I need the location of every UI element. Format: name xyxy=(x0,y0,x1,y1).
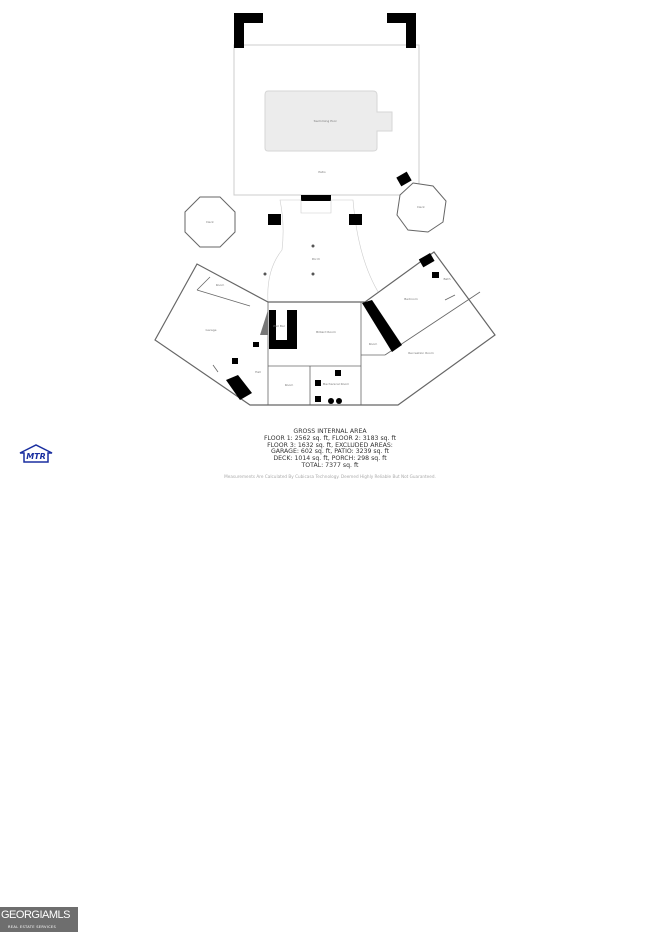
logo: MTR GEORGIAMLS REAL ESTATE SERVICES xyxy=(0,444,80,932)
sink xyxy=(432,272,439,278)
equipment xyxy=(315,396,321,402)
post xyxy=(263,272,267,276)
wall xyxy=(196,289,251,307)
water-heater xyxy=(336,398,342,404)
room-label: Billiard Room xyxy=(316,330,336,334)
steps-block xyxy=(301,195,331,201)
room-label: Garage xyxy=(206,328,217,332)
summary-total: TOTAL: 7377 sq. ft xyxy=(301,461,359,469)
room-label: Deck xyxy=(206,220,214,224)
deck-right xyxy=(396,182,447,233)
main-floor xyxy=(154,251,496,406)
water-heater xyxy=(328,398,334,404)
room-label: Room xyxy=(369,342,378,346)
summary-line: GARAGE: 602 sq. ft, PATIO: 3239 sq. ft xyxy=(270,448,390,456)
room-label: Room xyxy=(285,383,294,387)
stairs xyxy=(226,375,252,400)
stairs xyxy=(362,300,402,352)
room-label: Room xyxy=(216,283,225,287)
logo-brand: GEORGIAMLS xyxy=(1,909,70,921)
room-label: Patio xyxy=(318,170,326,174)
area-summary: GROSS INTERNAL AREA FLOOR 1: 2562 sq. ft… xyxy=(200,428,460,470)
logo-tagline: REAL ESTATE SERVICES xyxy=(8,925,57,929)
appliance xyxy=(232,358,238,364)
wall xyxy=(212,364,219,373)
column-block xyxy=(349,214,362,225)
mls-banner: GEORGIAMLS REAL ESTATE SERVICES xyxy=(0,907,78,932)
mtr-house-icon: MTR xyxy=(19,444,53,463)
porch xyxy=(267,199,381,303)
patio-corner-block xyxy=(234,13,244,48)
logo-badge: MTR xyxy=(26,452,46,461)
room-label: Bedroom xyxy=(404,297,418,301)
room-label: Recreation Room xyxy=(408,351,434,355)
patio-corner-block xyxy=(387,13,416,23)
closet xyxy=(260,310,268,335)
room-label: Deck xyxy=(417,205,425,209)
toilet xyxy=(253,342,259,347)
summary-line: FLOOR 1: 2562 sq. ft, FLOOR 2: 3183 sq. … xyxy=(263,434,397,442)
wall xyxy=(196,276,211,291)
equipment xyxy=(315,380,321,386)
disclaimer: Measurements Are Calculated By Cubicasa … xyxy=(224,474,436,479)
summary-heading: GROSS INTERNAL AREA xyxy=(293,428,367,435)
room-label: Mechanical Room xyxy=(323,382,349,386)
summary-line: DECK: 1014 sq. ft, PORCH: 298 sq. ft xyxy=(273,455,387,463)
room-label: Porch xyxy=(312,257,320,261)
post xyxy=(311,244,315,248)
patio-corner-block xyxy=(234,13,263,23)
swimming-pool xyxy=(264,90,393,152)
room-label: Wet Bar xyxy=(273,324,286,328)
patio-corner-block xyxy=(406,13,416,48)
wet-bar-counter xyxy=(269,310,297,349)
floor-plan: Swimming Pool Patio Porch Deck Deck Gara… xyxy=(154,13,496,406)
column-block xyxy=(268,214,281,225)
closet-block xyxy=(418,253,435,268)
room-label: Bath xyxy=(444,277,451,281)
grill-block xyxy=(396,171,412,187)
equipment xyxy=(335,370,341,376)
room-label: Swimming Pool xyxy=(314,119,337,123)
wall xyxy=(444,294,456,301)
deck-left xyxy=(184,196,236,248)
post xyxy=(311,272,315,276)
room-label: Hall xyxy=(255,370,261,374)
summary-line: FLOOR 3: 1632 sq. ft, EXCLUDED AREAS: xyxy=(267,441,393,449)
